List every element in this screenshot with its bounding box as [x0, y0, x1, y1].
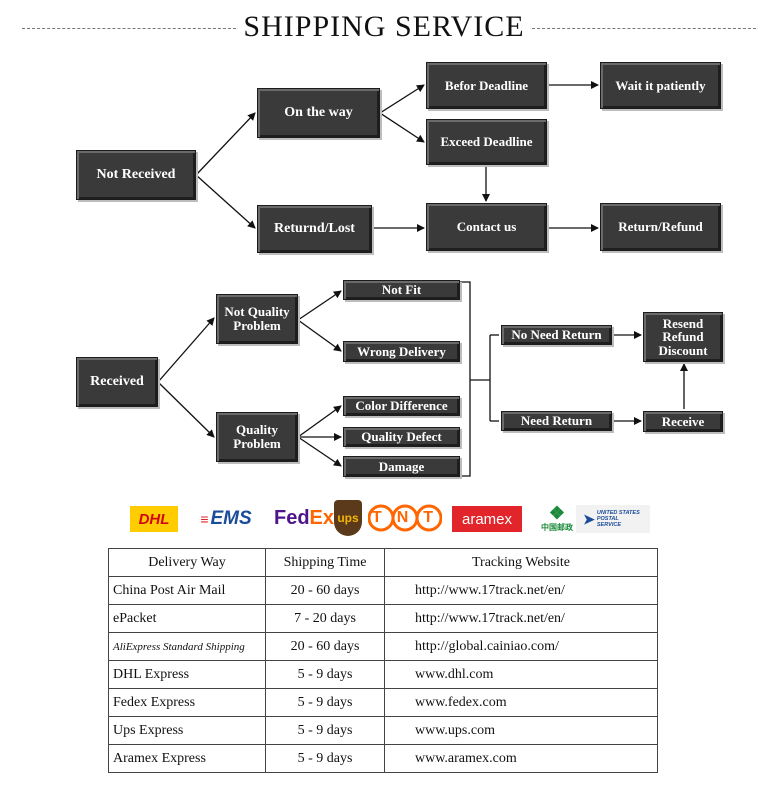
cell-tracking-website: http://global.cainiao.com/: [384, 632, 658, 661]
cell-delivery-way: ePacket: [108, 604, 266, 633]
table-header-row: Delivery Way Shipping Time Tracking Webs…: [108, 548, 658, 577]
node-no-need-return: No Need Return: [501, 325, 612, 345]
cell-tracking-website: www.aramex.com: [384, 744, 658, 773]
node-wrong-delivery: Wrong Delivery: [343, 341, 460, 362]
node-return-refund: Return/Refund: [600, 203, 721, 251]
arrow-ontheway-exceed: [379, 112, 425, 143]
cell-shipping-time: 5 - 9 days: [265, 660, 385, 689]
node-contact-us: Contact us: [426, 203, 547, 251]
node-need-return: Need Return: [501, 411, 612, 431]
node-received: Received: [76, 357, 158, 407]
table-row: ePacket 7 - 20 days http://www.17track.n…: [108, 604, 658, 633]
table-row: Ups Express 5 - 9 days www.ups.com: [108, 716, 658, 745]
cell-delivery-way: Fedex Express: [108, 688, 266, 717]
cell-shipping-time: 7 - 20 days: [265, 604, 385, 633]
node-befor-deadline: Befor Deadline: [426, 62, 547, 109]
cell-shipping-time: 20 - 60 days: [265, 632, 385, 661]
title-bar: SHIPPING SERVICE: [0, 6, 774, 46]
arrow-quality-damage: [297, 436, 342, 467]
node-wait-patiently: Wait it patiently: [600, 62, 721, 109]
tnt-rings-icon: [368, 504, 442, 532]
cell-shipping-time: 5 - 9 days: [265, 716, 385, 745]
node-damage: Damage: [343, 456, 460, 477]
cell-tracking-website: www.fedex.com: [384, 688, 658, 717]
cell-delivery-way: Aramex Express: [108, 744, 266, 773]
arrow-notquality-notfit: [297, 290, 342, 321]
page-title: SHIPPING SERVICE: [243, 10, 525, 43]
title-dash-left: [22, 28, 236, 29]
arrow-notreceived-ontheway: [195, 112, 256, 176]
node-receive: Receive: [643, 411, 723, 432]
arrow-received-notquality: [157, 317, 215, 383]
arrow-notreceived-returndlost: [195, 174, 256, 229]
table-row: DHL Express 5 - 9 days www.dhl.com: [108, 660, 658, 689]
usps-logo-text: UNITED STATES POSTAL SERVICE: [596, 510, 640, 528]
node-not-fit: Not Fit: [343, 280, 460, 300]
ems-logo-text: EMS: [210, 508, 252, 529]
ems-logo: ≡ EMS: [186, 508, 266, 530]
node-quality-problem: Quality Problem: [216, 412, 298, 462]
header-tracking-website: Tracking Website: [384, 548, 658, 577]
node-returnd-lost: Returnd/Lost: [257, 205, 372, 253]
cell-delivery-way: DHL Express: [108, 660, 266, 689]
node-exceed-deadline: Exceed Deadline: [426, 119, 547, 165]
aramex-logo: aramex: [452, 506, 522, 532]
node-not-quality-problem: Not Quality Problem: [216, 294, 298, 344]
arrow-notquality-wrong: [297, 319, 342, 352]
cell-tracking-website: www.dhl.com: [384, 660, 658, 689]
usps-eagle-icon: ➤: [583, 510, 595, 527]
bracket-reasons: [460, 281, 471, 477]
cell-shipping-time: 5 - 9 days: [265, 744, 385, 773]
cell-shipping-time: 5 - 9 days: [265, 688, 385, 717]
cell-shipping-time: 20 - 60 days: [265, 576, 385, 605]
arrow-ontheway-befor: [379, 84, 425, 114]
node-on-the-way: On the way: [257, 88, 380, 138]
shipping-table: Delivery Way Shipping Time Tracking Webs…: [108, 548, 658, 773]
cell-tracking-website: http://www.17track.net/en/: [384, 604, 658, 633]
table-row: Fedex Express 5 - 9 days www.fedex.com: [108, 688, 658, 717]
cell-delivery-way: AliExpress Standard Shipping: [108, 632, 266, 661]
cell-tracking-website: www.ups.com: [384, 716, 658, 745]
table-row: China Post Air Mail 20 - 60 days http://…: [108, 576, 658, 605]
arrow-quality-color: [297, 405, 342, 438]
cell-delivery-way: China Post Air Mail: [108, 576, 266, 605]
fedex-logo-ex: Ex: [309, 506, 335, 529]
node-quality-defect: Quality Defect: [343, 427, 460, 447]
tnt-logo-text: TNT: [371, 509, 449, 526]
dhl-logo: DHL: [130, 506, 178, 532]
table-row: AliExpress Standard Shipping 20 - 60 day…: [108, 632, 658, 661]
table-row: Aramex Express 5 - 9 days www.aramex.com: [108, 744, 658, 773]
arrow-received-quality: [157, 381, 215, 438]
ems-swoosh-icon: ≡: [200, 511, 209, 527]
fedex-logo-fed: Fed: [273, 506, 310, 529]
title-dash-right: [532, 28, 756, 29]
china-post-logo-text: 中国邮政: [541, 522, 573, 532]
china-post-logo: ❖ 中国邮政: [540, 500, 574, 536]
usps-logo: ➤ UNITED STATES POSTAL SERVICE: [576, 505, 650, 533]
tnt-logo: [368, 503, 442, 533]
node-resend-refund-discount: Resend Refund Discount: [643, 312, 723, 362]
node-color-difference: Color Difference: [343, 396, 460, 416]
node-not-received: Not Received: [76, 150, 196, 200]
cell-tracking-website: http://www.17track.net/en/: [384, 576, 658, 605]
china-post-emblem-icon: ❖: [548, 502, 566, 523]
header-delivery-way: Delivery Way: [108, 548, 266, 577]
flow-connectors: [157, 81, 688, 477]
ups-logo: ups: [334, 500, 362, 536]
header-shipping-time: Shipping Time: [265, 548, 385, 577]
cell-delivery-way: Ups Express: [108, 716, 266, 745]
